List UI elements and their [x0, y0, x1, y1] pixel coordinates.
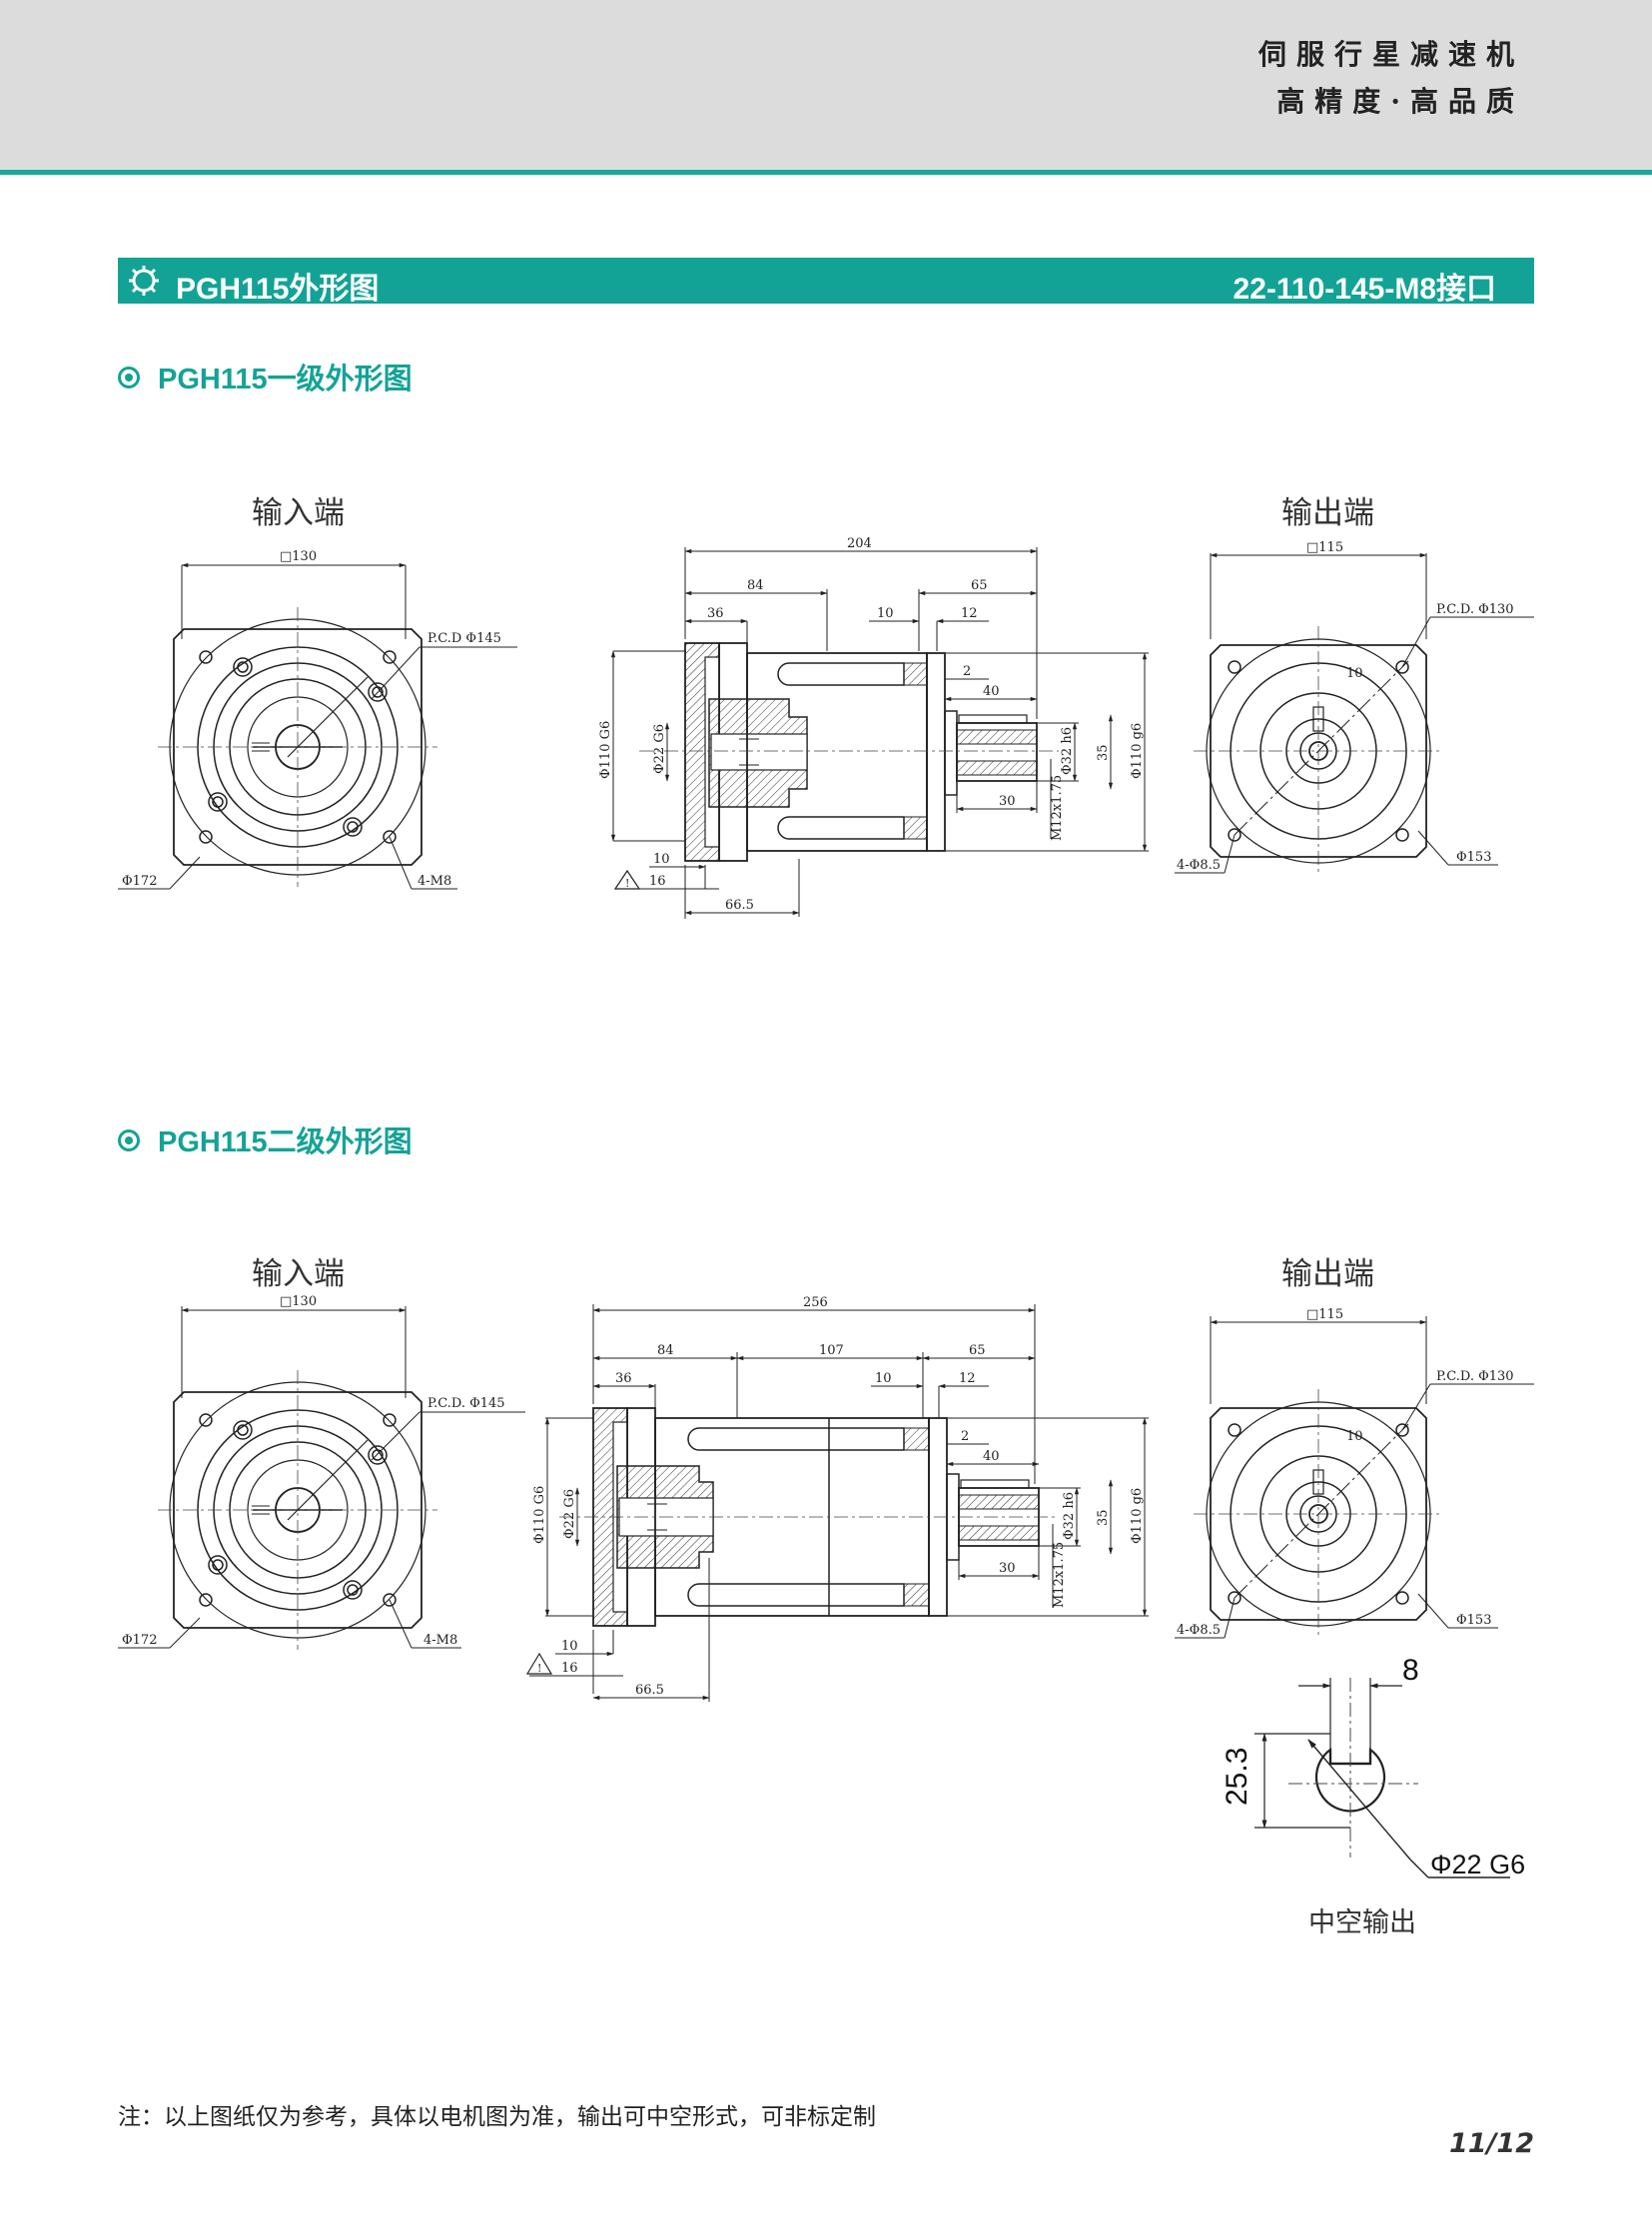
- dim-phi110-in: Φ110 G6: [532, 1486, 547, 1544]
- dim-in-pcd: P.C.D Φ145: [427, 631, 501, 646]
- dim-16: 16: [561, 1661, 578, 1676]
- dim-65: 65: [971, 578, 988, 593]
- dim-m12: M12x1.75: [1052, 1542, 1067, 1608]
- dim-10b: 10: [653, 852, 670, 867]
- dim-out-pcd: P.C.D. Φ130: [1436, 602, 1514, 617]
- footer-note: 注：以上图纸仅为参考，具体以电机图为准，输出可中空形式，可非标定制: [118, 2104, 876, 2130]
- dim-35: 35: [1096, 1509, 1111, 1526]
- hollow-output-detail: 8 25.3 Φ22 G6: [1221, 1654, 1525, 1879]
- dim-66-5: 66.5: [635, 1683, 664, 1698]
- header-band: [0, 0, 1652, 170]
- dim-phi110-out: Φ110 g6: [1130, 1488, 1145, 1544]
- dim-out-dia: Φ153: [1456, 1613, 1491, 1628]
- dim-out-key: 10: [1346, 1429, 1363, 1444]
- dim-84: 84: [657, 1343, 674, 1358]
- dim-84: 84: [747, 578, 764, 593]
- dim-16: 16: [649, 874, 666, 889]
- section2-output-label: 输出端: [1281, 1256, 1374, 1292]
- bullet-icon: [118, 1129, 140, 1152]
- dim-in-pcd: P.C.D. Φ145: [427, 1396, 505, 1411]
- dim-phi110-in: Φ110 G6: [598, 721, 613, 779]
- page-title: PGH115外形图: [176, 273, 380, 306]
- dim-m12: M12x1.75: [1050, 775, 1065, 841]
- section1-title: PGH115一级外形图: [158, 364, 413, 395]
- section1-side-view: ! 204 84 65 36 10 12 2 40 30 10 16 66.5 …: [598, 536, 1149, 919]
- dim-total: 204: [847, 536, 872, 551]
- dim-out-holes: 4-Φ8.5: [1177, 1623, 1221, 1638]
- bullet-icon: [118, 367, 140, 389]
- section1-input-view: □130 P.C.D Φ145 Φ172 4-M8: [118, 549, 517, 890]
- dim-phi110-out: Φ110 g6: [1130, 723, 1145, 779]
- dim-in-square: □130: [280, 1294, 317, 1309]
- section2-input-label: 输入端: [252, 1256, 345, 1292]
- dim-30: 30: [999, 794, 1016, 809]
- dim-2: 2: [961, 1429, 969, 1444]
- section2-title: PGH115二级外形图: [158, 1126, 413, 1158]
- dim-in-dia: Φ172: [122, 874, 157, 889]
- section1-heading: PGH115一级外形图: [118, 356, 413, 397]
- hollow-height: 25.3: [1221, 1748, 1253, 1806]
- dim-107: 107: [819, 1343, 844, 1358]
- dim-35: 35: [1096, 744, 1111, 761]
- page-number: 11/12: [1448, 2128, 1534, 2159]
- dim-out-holes: 4-Φ8.5: [1177, 858, 1221, 873]
- svg-text:!: !: [625, 877, 629, 890]
- dim-total: 256: [803, 1295, 828, 1310]
- header-slogan-line1: 伺服行星减速机: [1257, 38, 1524, 71]
- dim-30: 30: [999, 1561, 1016, 1576]
- dim-36: 36: [615, 1371, 632, 1386]
- dim-out-pcd: P.C.D. Φ130: [1436, 1369, 1514, 1384]
- dim-12: 12: [959, 1371, 976, 1386]
- dim-40: 40: [983, 1449, 1000, 1464]
- dim-40: 40: [983, 684, 1000, 699]
- section2-output-view: □115 P.C.D. Φ130 10 4-Φ8.5 Φ153: [1175, 1307, 1534, 1640]
- dim-36: 36: [707, 606, 724, 621]
- warning-icon: [525, 1652, 553, 1675]
- hollow-bore: Φ22 G6: [1430, 1850, 1525, 1879]
- section1-input-label: 输入端: [252, 495, 345, 531]
- svg-text:!: !: [537, 1662, 541, 1675]
- section1-output-label: 输出端: [1281, 495, 1374, 531]
- dim-in-square: □130: [280, 549, 317, 564]
- dim-2: 2: [963, 664, 971, 679]
- section2-heading: PGH115二级外形图: [118, 1119, 413, 1160]
- dim-out-key: 10: [1346, 666, 1363, 681]
- gear-icon: [129, 266, 159, 296]
- hollow-key-width: 8: [1402, 1654, 1419, 1687]
- section2-input-view: □130 P.C.D. Φ145 Φ172 4-M8: [118, 1294, 525, 1651]
- header-slogan-line2: 高精度·高品质: [1276, 85, 1524, 118]
- interface-spec: 22-110-145-M8接口: [1233, 273, 1496, 306]
- dim-phi32: Φ32 h6: [1060, 727, 1075, 775]
- dim-66-5: 66.5: [725, 898, 754, 913]
- title-bar: PGH115外形图 22-110-145-M8接口: [118, 258, 1534, 306]
- dim-out-dia: Φ153: [1456, 850, 1491, 865]
- section2-side-view: ! 256 84 107 65 36 10 12 2 40 30 10 16 6…: [525, 1295, 1149, 1702]
- header-divider: [0, 170, 1652, 175]
- hollow-output-label: 中空输出: [1308, 1907, 1416, 1938]
- warning-icon: [613, 869, 641, 890]
- dim-65: 65: [969, 1343, 986, 1358]
- dim-in-dia: Φ172: [122, 1633, 157, 1648]
- dim-10a: 10: [875, 1371, 892, 1386]
- dim-out-square: □115: [1306, 1307, 1343, 1322]
- dim-12: 12: [961, 606, 978, 621]
- dim-phi32: Φ32 h6: [1062, 1492, 1077, 1540]
- dim-in-holes: 4-M8: [417, 874, 451, 889]
- dim-phi22: Φ22 G6: [562, 1489, 577, 1539]
- dim-10a: 10: [877, 606, 894, 621]
- dim-phi22: Φ22 G6: [652, 724, 667, 774]
- dim-out-square: □115: [1306, 540, 1343, 555]
- section1-output-view: □115 P.C.D. Φ130 10 4-Φ8.5 Φ153: [1175, 540, 1534, 877]
- dim-10b: 10: [561, 1639, 578, 1654]
- dim-in-holes: 4-M8: [423, 1633, 457, 1648]
